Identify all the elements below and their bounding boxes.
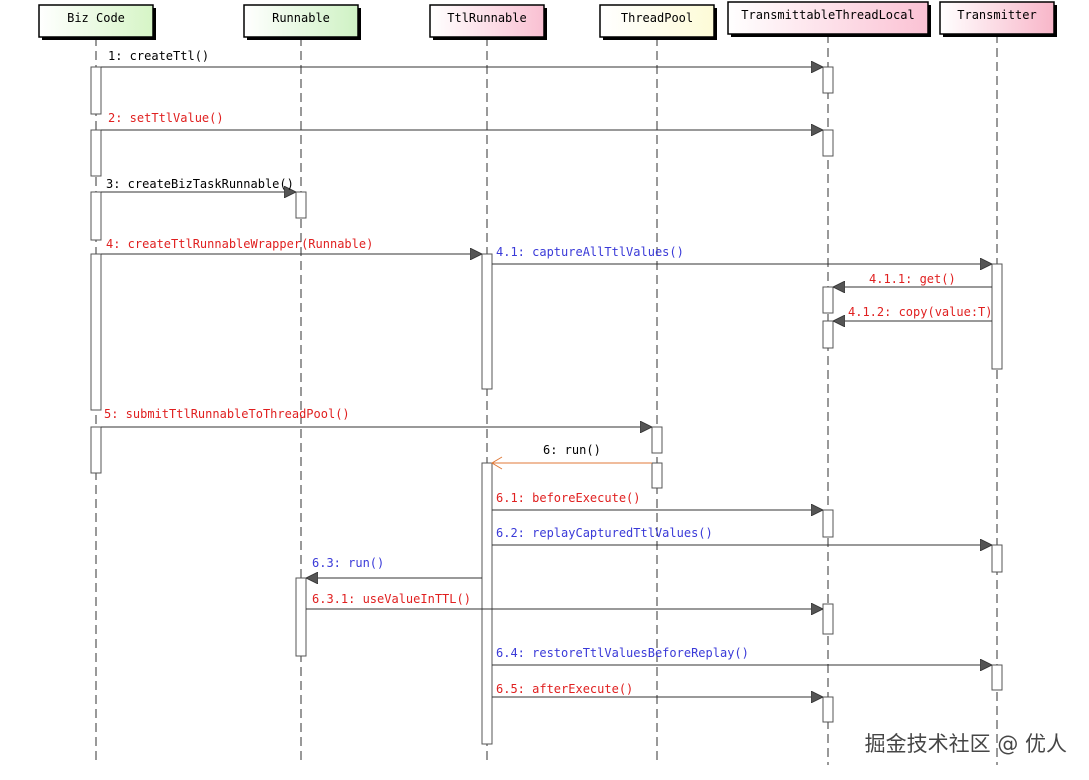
participant-label: ThreadPool <box>621 11 693 25</box>
message-label: 6.3.1: useValueInTTL() <box>312 592 471 606</box>
message-label: 1: createTtl() <box>108 49 209 63</box>
watermark-text: 掘金技术社区 @ 优人 <box>864 732 1067 756</box>
participant-label: Runnable <box>272 11 330 25</box>
participant-ttlrun: TtlRunnable <box>429 4 547 40</box>
message-m5: 5: submitTtlRunnableToThreadPool() <box>101 407 652 427</box>
message-label: 4.1: captureAllTtlValues() <box>496 245 684 259</box>
message-label: 3: createBizTaskRunnable() <box>106 177 294 191</box>
message-m3: 3: createBizTaskRunnable() <box>101 177 296 192</box>
activation-box-transmitter <box>991 544 1003 573</box>
activation-box-runnable <box>295 577 307 657</box>
message-label: 5: submitTtlRunnableToThreadPool() <box>104 407 350 421</box>
participant-transmitter: Transmitter <box>939 1 1057 37</box>
message-label: 6.4: restoreTtlValuesBeforeReplay() <box>496 646 749 660</box>
message-label: 6.3: run() <box>312 556 384 570</box>
participant-label: TransmittableThreadLocal <box>741 8 914 22</box>
activation-box-ttl <box>822 603 834 635</box>
message-m62: 6.2: replayCapturedTtlValues() <box>492 526 992 545</box>
message-m412: 4.1.2: copy(value:T) <box>833 305 993 321</box>
activation-box-runnable <box>295 191 307 219</box>
activation-box-biz <box>90 66 102 115</box>
message-m64: 6.4: restoreTtlValuesBeforeReplay() <box>492 646 992 665</box>
message-label: 6.2: replayCapturedTtlValues() <box>496 526 713 540</box>
participant-box <box>599 4 715 38</box>
activation-box-biz <box>90 191 102 241</box>
activation-box-biz <box>90 253 102 411</box>
message-m2: 2: setTtlValue() <box>101 111 823 130</box>
activation-box-ttl <box>822 66 834 94</box>
participant-box <box>243 4 359 38</box>
activation-box-ttlrun <box>481 253 493 390</box>
participant-label: TtlRunnable <box>447 11 526 25</box>
message-label: 6.1: beforeExecute() <box>496 491 641 505</box>
participant-box <box>429 4 545 38</box>
message-m411: 4.1.1: get() <box>833 272 992 287</box>
message-m65: 6.5: afterExecute() <box>492 682 823 697</box>
activation-box-ttl <box>822 286 834 314</box>
message-label: 4.1.1: get() <box>869 272 956 286</box>
message-arrow-head <box>491 456 503 470</box>
participant-runnable: Runnable <box>243 4 361 40</box>
activation-box-ttlrun <box>481 462 493 745</box>
participant-box <box>727 1 929 35</box>
message-label: 4: createTtlRunnableWrapper(Runnable) <box>106 237 373 251</box>
participant-box <box>939 1 1055 35</box>
participant-label: Biz Code <box>67 11 125 25</box>
activation-box-ttl <box>822 320 834 349</box>
message-m631: 6.3.1: useValueInTTL() <box>306 592 823 609</box>
activation-box-pool <box>651 462 663 489</box>
message-m61: 6.1: beforeExecute() <box>492 491 823 510</box>
activation-box-pool <box>651 426 663 454</box>
participant-label: Transmitter <box>957 8 1036 22</box>
activation-box-ttl <box>822 129 834 157</box>
participant-biz: Biz Code <box>38 4 156 40</box>
message-label: 2: setTtlValue() <box>108 111 224 125</box>
participant-box <box>38 4 154 38</box>
activation-box-transmitter <box>991 263 1003 370</box>
message-label: 4.1.2: copy(value:T) <box>848 305 993 319</box>
activation-box-biz <box>90 129 102 177</box>
message-m63: 6.3: run() <box>306 556 482 578</box>
message-label: 6.5: afterExecute() <box>496 682 633 696</box>
message-m4: 4: createTtlRunnableWrapper(Runnable) <box>101 237 482 254</box>
message-m1: 1: createTtl() <box>101 49 823 67</box>
activation-box-transmitter <box>991 664 1003 691</box>
activation-box-ttl <box>822 696 834 723</box>
activation-box-ttl <box>822 509 834 538</box>
participant-ttl: TransmittableThreadLocal <box>727 1 931 37</box>
message-m41: 4.1: captureAllTtlValues() <box>492 245 992 264</box>
message-label: 6: run() <box>543 443 601 457</box>
activation-box-biz <box>90 426 102 474</box>
message-m6: 6: run() <box>491 443 652 470</box>
participant-pool: ThreadPool <box>599 4 717 40</box>
